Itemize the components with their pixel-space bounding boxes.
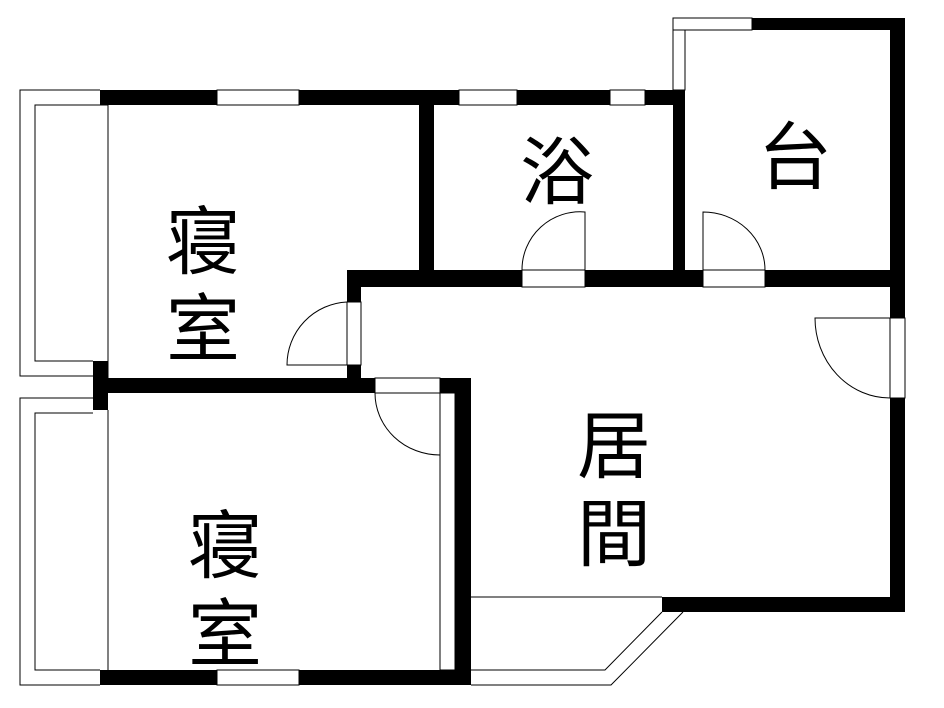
bath-door-opening bbox=[521, 269, 586, 288]
kitchen-wall-window bbox=[672, 29, 686, 91]
bedroom-1-label-1: 寝 bbox=[166, 200, 240, 286]
living-label-1: 居 bbox=[577, 404, 651, 490]
window-kitchen bbox=[672, 17, 753, 31]
kitchen-label: 台 bbox=[758, 115, 832, 201]
bath-label: 浴 bbox=[520, 130, 594, 216]
living-label-2: 間 bbox=[577, 492, 651, 578]
entrance-opening bbox=[889, 317, 906, 399]
bedroom-2-label-2: 室 bbox=[188, 592, 262, 678]
entrance-door[interactable] bbox=[814, 317, 891, 399]
bay-window bbox=[471, 596, 684, 686]
kitchen-door[interactable] bbox=[702, 211, 766, 271]
bedroom-2-label-1: 寝 bbox=[188, 504, 262, 590]
bedroom-2-wall-inset bbox=[439, 392, 456, 671]
kitchen-door-opening bbox=[702, 269, 766, 288]
window-bedroom-1 bbox=[216, 89, 300, 106]
window-bath-1 bbox=[458, 89, 518, 106]
bedroom-2-door-opening bbox=[374, 377, 441, 394]
window-bath-2 bbox=[609, 89, 646, 106]
windows bbox=[216, 17, 906, 686]
bedroom-2-door[interactable] bbox=[374, 392, 441, 456]
bedroom-1-door-opening bbox=[346, 301, 362, 366]
bedroom-1-label-2: 室 bbox=[166, 287, 240, 373]
doors bbox=[286, 211, 891, 456]
bath-door[interactable] bbox=[521, 211, 586, 271]
window-bedroom-2 bbox=[216, 669, 300, 686]
bedroom-1-door[interactable] bbox=[286, 301, 348, 366]
lower-balcony bbox=[19, 397, 109, 686]
upper-balcony bbox=[19, 89, 109, 378]
